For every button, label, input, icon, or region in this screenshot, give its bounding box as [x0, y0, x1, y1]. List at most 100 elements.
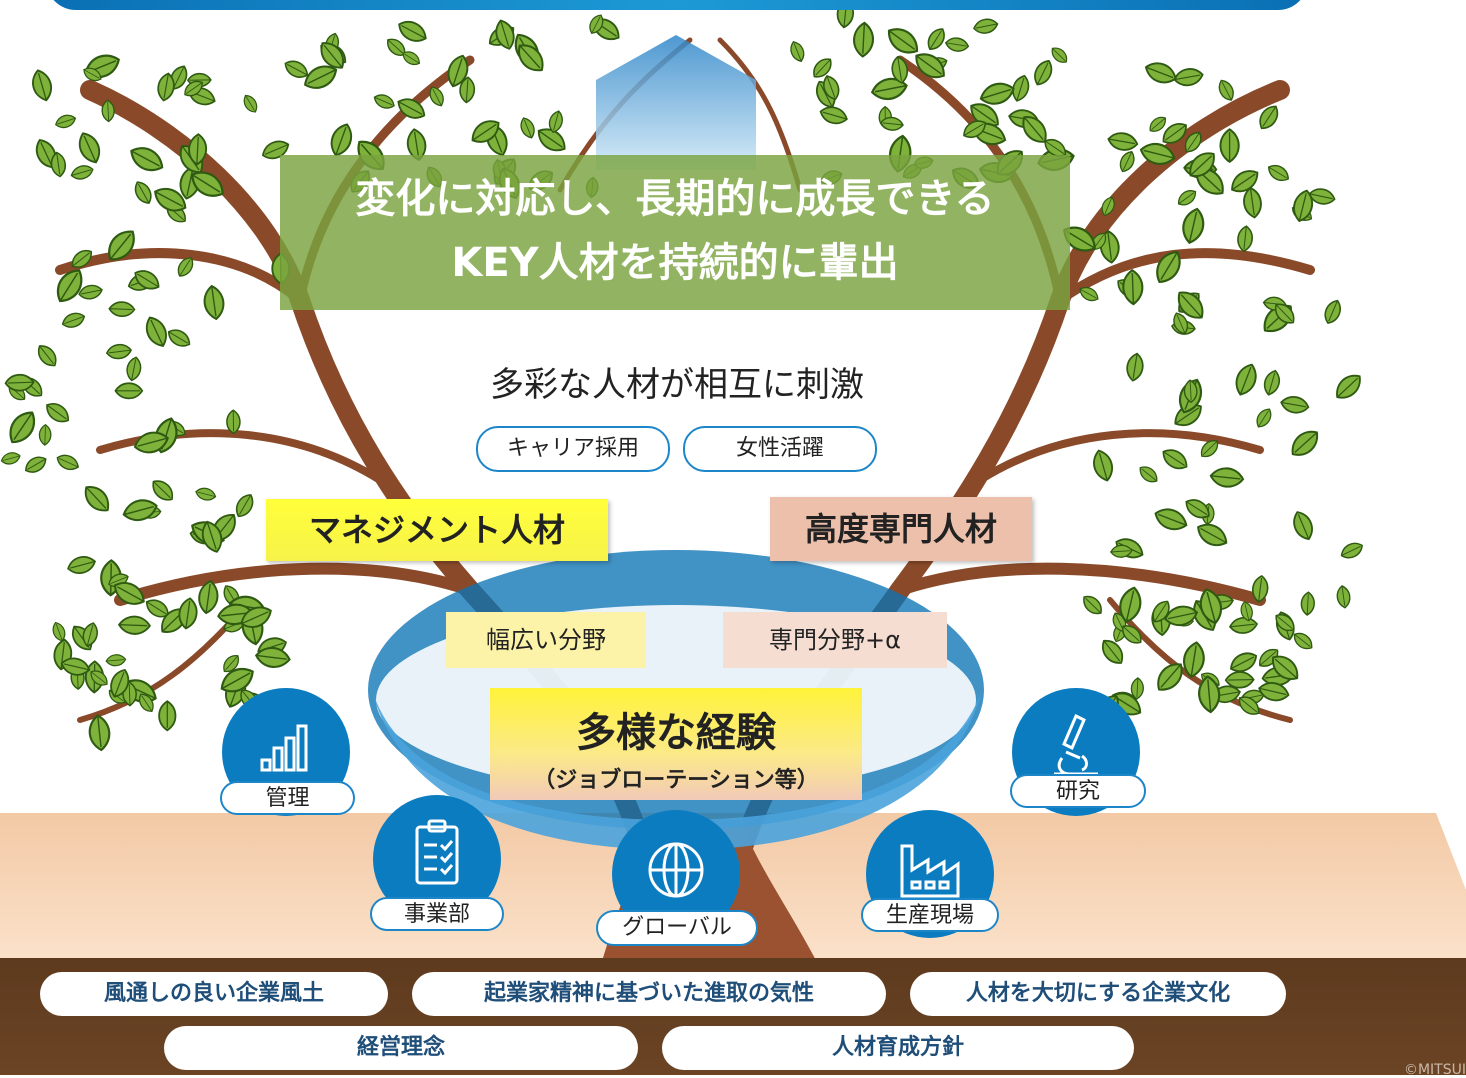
leaf-decoration [1335, 584, 1352, 610]
leaf-decoration [1089, 447, 1117, 484]
leaf-decoration [971, 16, 1000, 36]
leaf-decoration [158, 700, 177, 732]
leaf-decoration [117, 615, 152, 636]
clipboard-checklist-icon [415, 819, 459, 885]
specialist-talent-label: 高度専門人材 [770, 497, 1032, 561]
leaf-decoration [852, 21, 875, 58]
leaf-decoration [517, 115, 538, 141]
leaf-decoration [1158, 444, 1192, 475]
factory-icon [900, 844, 960, 898]
department-management-label: 管理 [220, 781, 355, 815]
tag-career-hiring: キャリア採用 [476, 426, 670, 472]
leaf-decoration [231, 490, 258, 521]
culture-entrepreneurial-spirit: 起業家精神に基づいた進取の気性 [412, 972, 886, 1016]
leaf-decoration [59, 309, 88, 331]
culture-valuing-people: 人材を大切にする企業文化 [910, 972, 1286, 1016]
leaf-decoration [164, 325, 194, 351]
leaf-decoration [140, 312, 172, 351]
leaf-decoration [54, 451, 82, 474]
leaf-decoration [21, 452, 50, 477]
leaf-decoration [28, 67, 56, 104]
hr-development-policy: 人材育成方針 [662, 1026, 1134, 1070]
header-bar [46, 0, 1308, 10]
leaf-decoration [1300, 591, 1316, 617]
stimulation-title: 多彩な人材が相互に刺激 [490, 365, 864, 405]
leaf-decoration [1121, 268, 1144, 306]
leaf-decoration [2, 405, 42, 449]
leaf-decoration [1135, 462, 1162, 487]
department-production-label: 生産現場 [861, 898, 999, 932]
bar-chart-icon [260, 724, 308, 772]
leaf-decoration [371, 91, 398, 112]
copyright: ©MITSUI [1403, 1062, 1466, 1078]
leaf-decoration [1078, 591, 1107, 619]
leaf-decoration [105, 653, 127, 668]
experience-title: 多様な経験 [576, 710, 776, 756]
leaf-decoration [1219, 128, 1240, 163]
department-research-label: 研究 [1010, 774, 1146, 808]
leaf-decoration [1224, 670, 1255, 689]
leaf-decoration [1215, 76, 1238, 104]
tag-women-active: 女性活躍 [683, 426, 877, 472]
leaf-decoration [1252, 405, 1276, 431]
leaf-decoration [1116, 148, 1139, 175]
leaf-decoration [944, 35, 971, 54]
leaf-decoration [923, 24, 950, 54]
leaf-decoration [1192, 518, 1232, 552]
leaf-decoration [394, 15, 431, 47]
leaf-decoration [1172, 65, 1205, 89]
leaf-decoration [1106, 129, 1140, 154]
leaf-decoration [125, 141, 168, 178]
broad-field-label: 幅広い分野 [446, 612, 646, 668]
leaf-decoration [491, 17, 519, 53]
leaf-decoration [326, 120, 357, 160]
leaf-decoration [1337, 538, 1366, 563]
leaf-decoration [1264, 160, 1293, 186]
leaf-decoration [1174, 186, 1200, 210]
leaf-decoration [78, 480, 115, 518]
leaf-decoration [73, 128, 106, 167]
leaf-decoration [193, 485, 218, 503]
leaf-decoration [65, 552, 98, 578]
leaf-decoration [1096, 635, 1129, 669]
management-talent-label: マネジメント人材 [266, 499, 608, 561]
leaf-decoration [1290, 628, 1317, 654]
leaf-decoration [1241, 185, 1264, 220]
leaf-decoration [1151, 503, 1191, 535]
goal-line-1: 変化に対応し、長期的に成長できる [355, 176, 995, 222]
leaf-decoration [1235, 224, 1255, 253]
leaf-decoration [130, 178, 156, 208]
leaf-decoration [1029, 56, 1057, 89]
leaf-decoration [38, 423, 52, 446]
leaf-decoration [120, 495, 161, 525]
leaf-decoration [1141, 57, 1180, 88]
leaf-decoration [240, 92, 261, 116]
leaf-decoration [108, 300, 136, 318]
leaf-decoration [68, 162, 96, 183]
department-business-label: 事業部 [370, 897, 504, 931]
leaf-decoration [53, 112, 78, 131]
experience-subtitle: （ジョブローテーション等） [533, 768, 819, 793]
leaf-decoration [0, 450, 22, 467]
leaf-decoration [86, 713, 113, 753]
leaf-decoration [817, 103, 850, 128]
diverse-experience-box: 多様な経験 （ジョブローテーション等） [490, 688, 862, 800]
leaf-decoration [201, 283, 227, 322]
leaf-decoration [147, 475, 178, 506]
leaf-decoration [1178, 205, 1208, 246]
leaf-decoration [1288, 508, 1318, 544]
management-philosophy: 経営理念 [164, 1026, 638, 1070]
leaf-decoration [1285, 424, 1325, 462]
leaf-decoration [977, 78, 1018, 109]
leaf-decoration [1228, 615, 1259, 636]
goal-line-2: KEY人材を持続的に輩出 [451, 240, 899, 286]
leaf-decoration [787, 38, 808, 65]
leaf-decoration [1320, 297, 1345, 327]
culture-open-communication: 風通しの良い企業風土 [40, 972, 388, 1016]
department-global-label: グローバル [596, 910, 758, 946]
specialty-field-label: 専門分野+α [723, 612, 947, 668]
leaf-decoration [1208, 465, 1245, 490]
goal-banner: 変化に対応し、長期的に成長できる KEY人材を持続的に輩出 [280, 155, 1070, 310]
leaf-decoration [1047, 43, 1071, 67]
leaf-decoration [882, 21, 924, 60]
